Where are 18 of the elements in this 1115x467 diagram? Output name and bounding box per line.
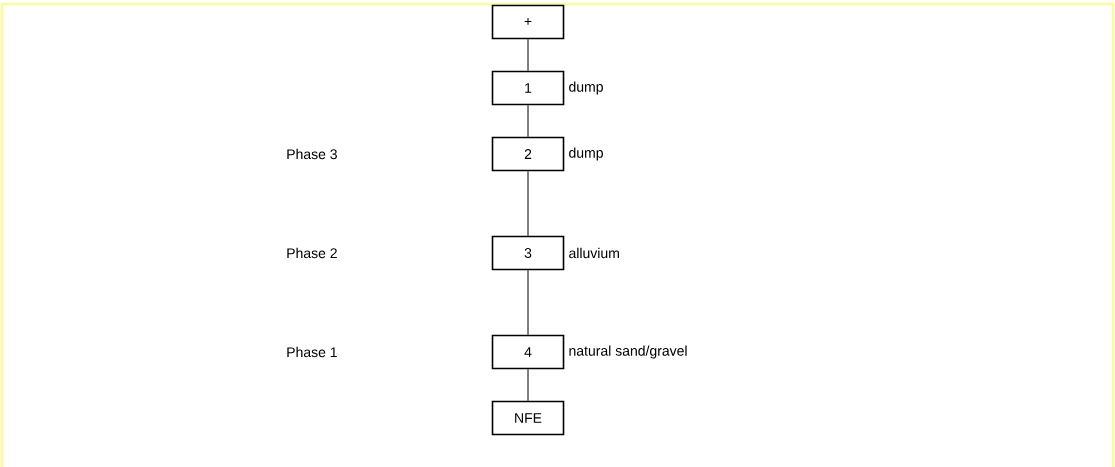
- unit-description: natural sand/gravel: [569, 345, 687, 359]
- unit-box: +: [491, 4, 565, 40]
- unit-box: NFE: [491, 400, 565, 436]
- connector-line: [527, 269, 529, 336]
- unit-box: 3: [491, 235, 565, 271]
- phase-label: Phase 3: [287, 148, 337, 160]
- unit-box: 4: [491, 334, 565, 370]
- connector-line: [527, 104, 529, 138]
- phase-label: Phase 1: [287, 346, 337, 358]
- unit-description: dump: [569, 147, 603, 161]
- unit-box: 1: [491, 70, 565, 106]
- connector-line: [527, 368, 529, 402]
- unit-description: alluvium: [569, 247, 619, 259]
- connector-line: [527, 170, 529, 237]
- connector-line: [527, 38, 529, 72]
- unit-description: dump: [569, 81, 603, 95]
- phase-label: Phase 2: [287, 247, 337, 259]
- unit-box: 2: [491, 136, 565, 172]
